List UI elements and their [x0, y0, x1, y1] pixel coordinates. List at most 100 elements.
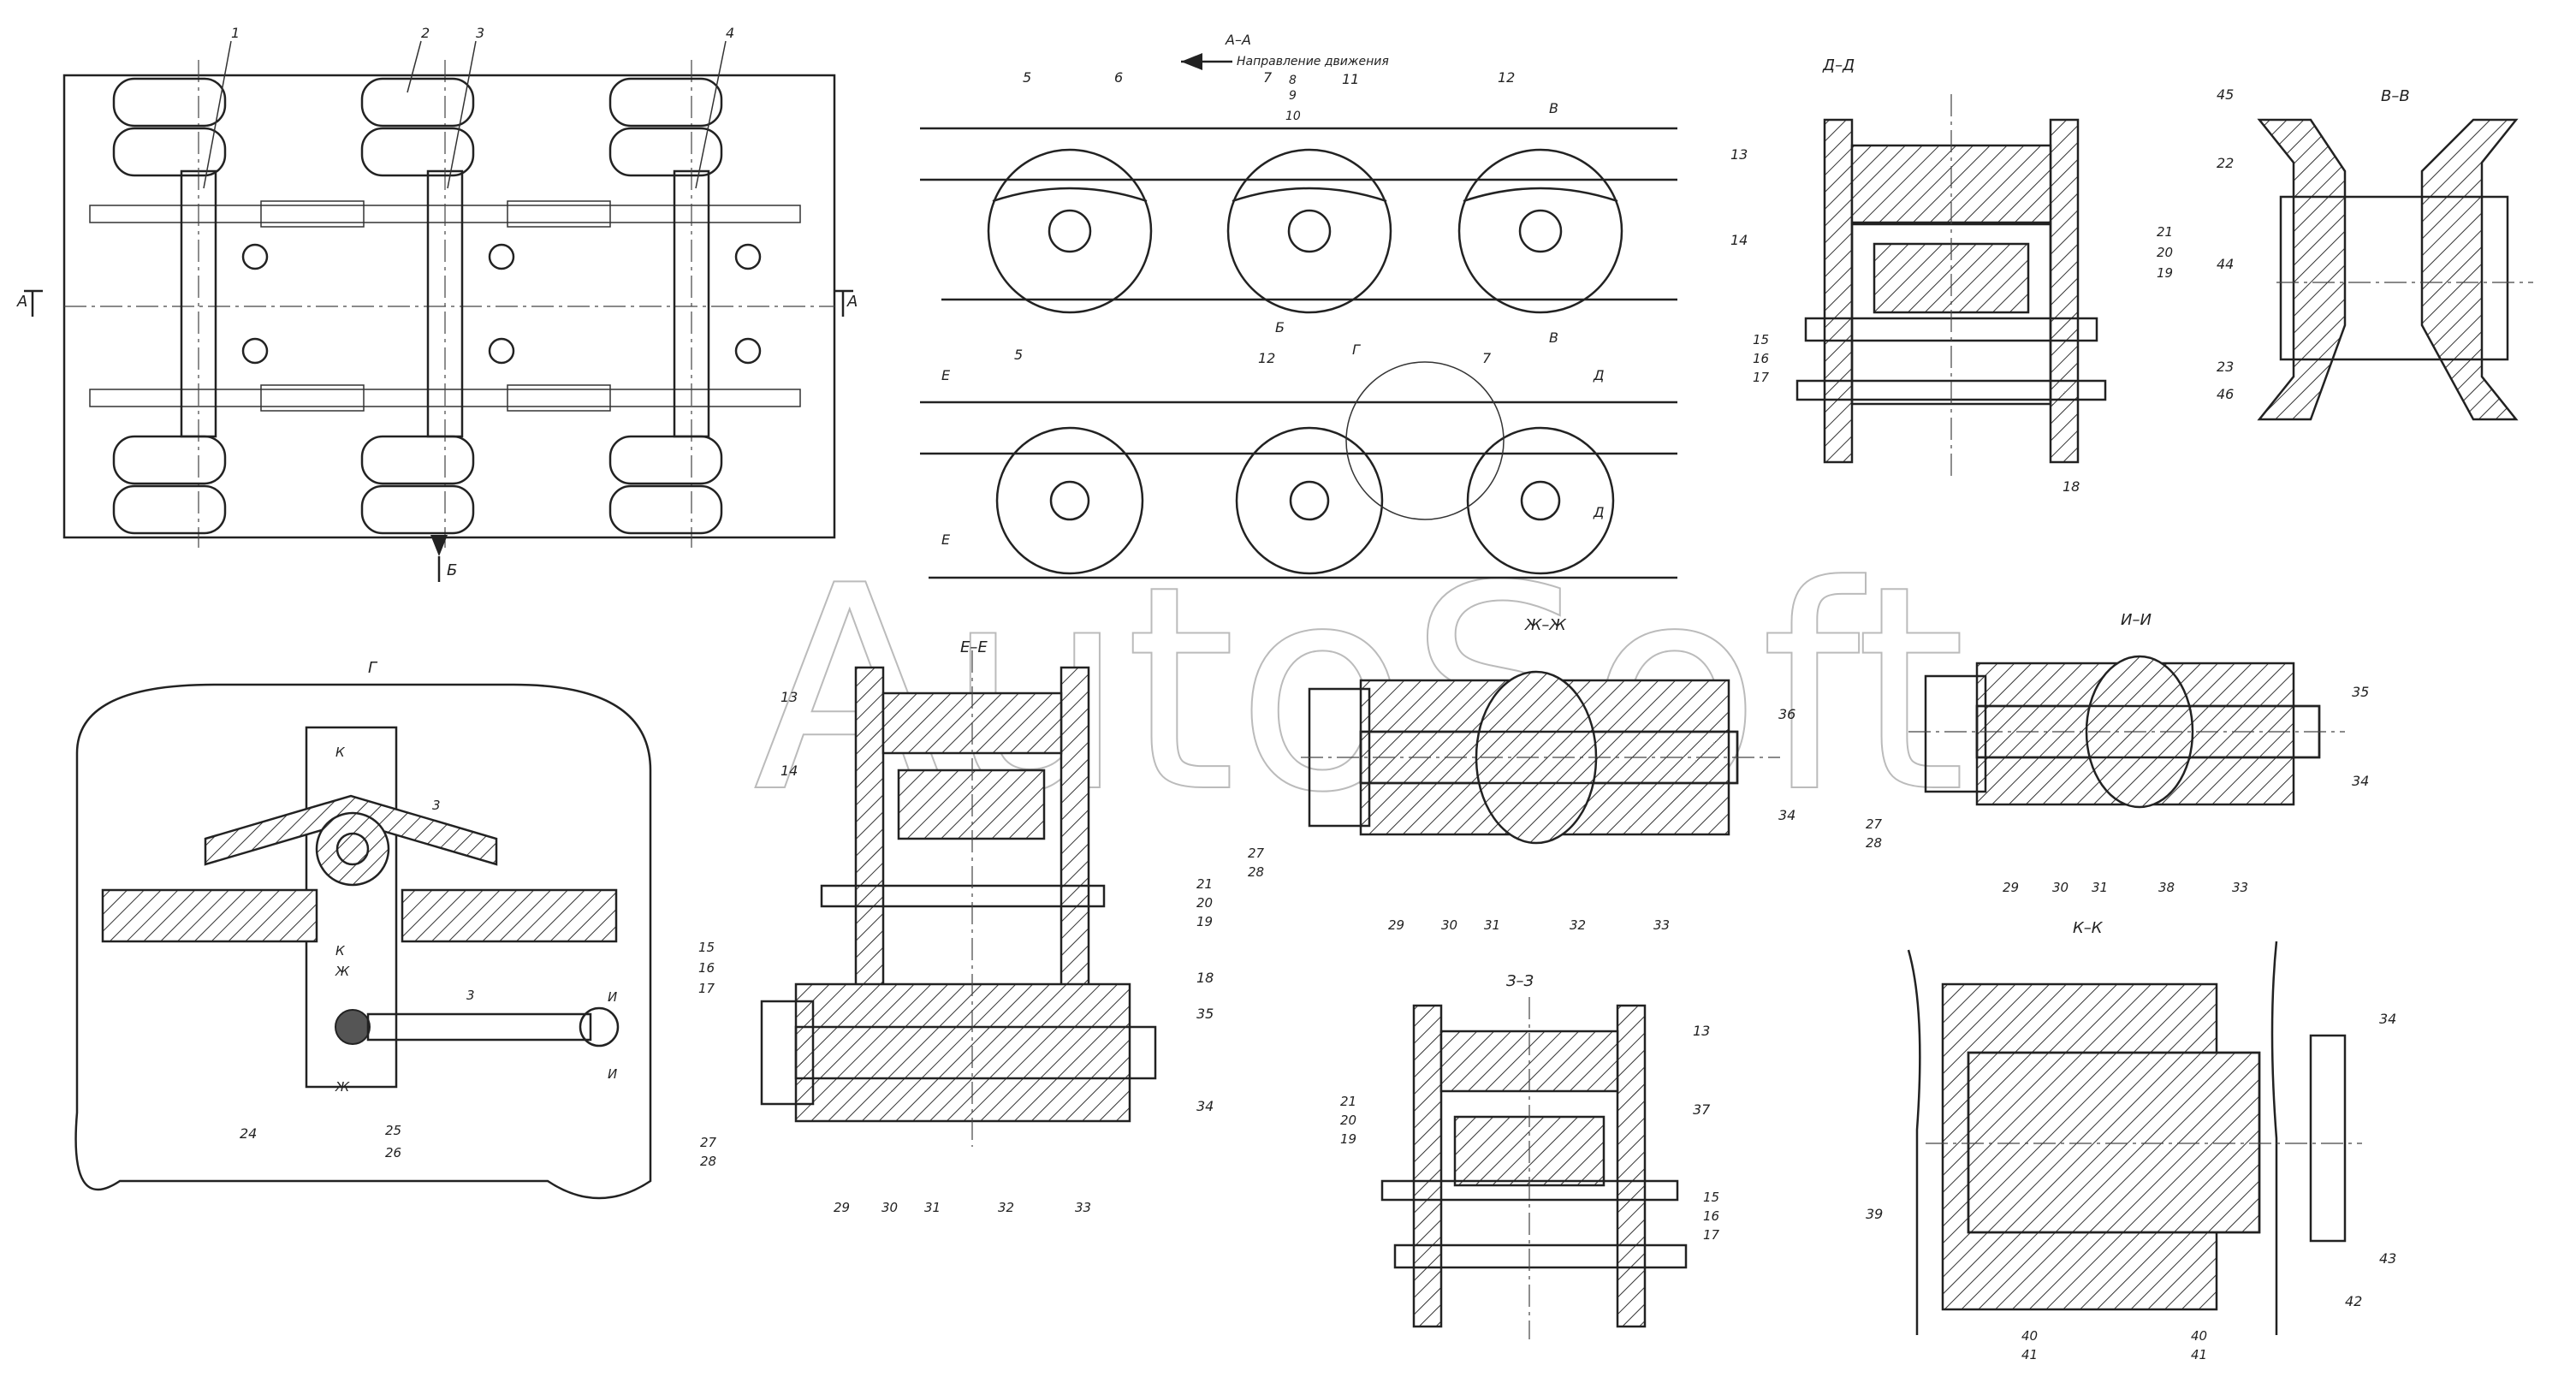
label-3-g: 3 [432, 798, 441, 813]
label-30-ee: 30 [881, 1200, 898, 1215]
label-13-dd: 13 [1730, 146, 1748, 163]
label-41-b: 41 [2191, 1347, 2207, 1362]
label-28-ii: 28 [1866, 835, 1882, 851]
label-9: 9 [1289, 89, 1297, 103]
label-4: 4 [726, 25, 734, 41]
label-14-dd: 14 [1730, 232, 1748, 248]
label-40-b: 40 [2191, 1328, 2207, 1344]
label-20-ee: 20 [1196, 895, 1213, 911]
title-section-dd: Д–Д [1822, 56, 1855, 74]
label-19-ee: 19 [1196, 914, 1213, 929]
section-ii: И–И 35 34 27 28 29 30 31 38 33 [1866, 611, 2369, 895]
marker-v-top: В [1549, 100, 1558, 116]
label-17-ee: 17 [698, 981, 715, 996]
label-39: 39 [1866, 1206, 1883, 1222]
label-12b: 12 [1258, 350, 1275, 366]
marker-v-bottom: В [1549, 329, 1558, 346]
marker-i-top: И [608, 989, 617, 1005]
label-41-a: 41 [2021, 1347, 2038, 1362]
label-35-ii: 35 [2352, 684, 2369, 700]
label-35-ee: 35 [1196, 1006, 1214, 1022]
label-27-zhzh: 27 [1248, 846, 1265, 861]
label-19-zz: 19 [1340, 1131, 1356, 1147]
label-10: 10 [1285, 110, 1301, 123]
label-26: 26 [385, 1145, 401, 1160]
label-17-dd: 17 [1753, 370, 1770, 385]
marker-e-top: Е [941, 367, 951, 383]
title-section-ii: И–И [2121, 611, 2152, 629]
label-40-a: 40 [2021, 1328, 2038, 1344]
label-15-zz: 15 [1703, 1190, 1719, 1205]
label-12: 12 [1498, 69, 1515, 86]
marker-a-right: А [846, 293, 858, 311]
label-43: 43 [2379, 1250, 2396, 1267]
label-11: 11 [1342, 71, 1359, 87]
label-31-ee: 31 [924, 1200, 941, 1215]
section-kk: К–К 34 43 42 39 40 41 40 41 [1866, 919, 2396, 1362]
label-33-ee: 33 [1075, 1200, 1091, 1215]
label-31-zhzh: 31 [1484, 917, 1500, 933]
label-3: 3 [476, 25, 484, 41]
title-section-aa: А–А [1225, 32, 1251, 48]
label-2: 2 [421, 25, 430, 41]
label-42: 42 [2345, 1293, 2362, 1309]
marker-d-bottom: Д [1593, 504, 1605, 520]
label-24: 24 [240, 1125, 257, 1142]
label-14-ee: 14 [781, 763, 798, 779]
label-33-ii: 33 [2232, 880, 2248, 895]
marker-zh-top: Ж [335, 964, 350, 979]
label-38: 38 [2158, 880, 2175, 895]
label-28-zhzh: 28 [1248, 864, 1264, 880]
view-b: Б 5 12 Г 7 Е Е Д Д [920, 319, 1677, 579]
label-20-zz: 20 [1340, 1113, 1356, 1128]
plan-view: 1 2 3 4 А А Б [16, 25, 858, 582]
title-section-bb: В–В [2381, 87, 2410, 105]
title-view-b: Б [1275, 319, 1285, 335]
label-27-ii: 27 [1866, 816, 1883, 832]
label-33-zhzh: 33 [1653, 917, 1670, 933]
label-6: 6 [1114, 69, 1123, 86]
view-g: Г 24 25 26 3 3 К К Ж Ж И И [74, 659, 652, 1200]
label-13-zz: 13 [1693, 1023, 1710, 1039]
label-19-dd: 19 [2157, 265, 2173, 281]
marker-k-mid: К [335, 943, 346, 959]
label-21-zz: 21 [1340, 1094, 1356, 1109]
label-16-dd: 16 [1753, 351, 1769, 366]
label-31-ii: 31 [2092, 880, 2108, 895]
label-15-ee: 15 [698, 940, 715, 955]
label-8: 8 [1289, 74, 1297, 87]
label-5: 5 [1023, 69, 1031, 86]
marker-k-top: К [335, 745, 346, 760]
marker-a-left: А [16, 293, 27, 311]
label-16-zz: 16 [1703, 1208, 1719, 1224]
section-aa: А–А Направление движения 5 6 7 8 9 10 11… [920, 32, 1677, 346]
label-34-ee: 34 [1196, 1098, 1214, 1114]
direction-label: Направление движения [1237, 55, 1389, 68]
label-15-dd: 15 [1753, 332, 1769, 347]
label-44: 44 [2217, 256, 2234, 272]
label-25: 25 [385, 1123, 401, 1138]
label-21-ee: 21 [1196, 876, 1213, 892]
label-46: 46 [2217, 386, 2234, 402]
label-34-ii: 34 [2352, 773, 2369, 789]
label-34-kk: 34 [2379, 1011, 2396, 1027]
label-29-ii: 29 [2003, 880, 2019, 895]
label-23: 23 [2217, 359, 2234, 375]
label-36: 36 [1778, 706, 1795, 722]
section-dd: Д–Д 13 14 15 16 17 21 20 19 18 [1730, 56, 2173, 495]
label-7: 7 [1263, 69, 1273, 86]
label-20-dd: 20 [2157, 245, 2173, 260]
marker-zh-bottom: Ж [335, 1079, 350, 1095]
section-zhzh: Ж–Ж 36 34 27 28 29 30 31 32 33 [1248, 616, 1795, 933]
marker-d-top: Д [1593, 367, 1605, 383]
title-section-kk: К–К [2073, 919, 2104, 937]
label-18-ee: 18 [1196, 970, 1214, 986]
label-21-dd: 21 [2157, 224, 2173, 240]
label-37: 37 [1693, 1101, 1711, 1118]
label-28-ee: 28 [700, 1154, 716, 1169]
label-27-ee: 27 [700, 1135, 717, 1150]
section-zz: З–З 13 37 21 20 19 15 16 17 [1340, 972, 1720, 1339]
label-5b: 5 [1014, 347, 1023, 363]
label-29-ee: 29 [834, 1200, 850, 1215]
